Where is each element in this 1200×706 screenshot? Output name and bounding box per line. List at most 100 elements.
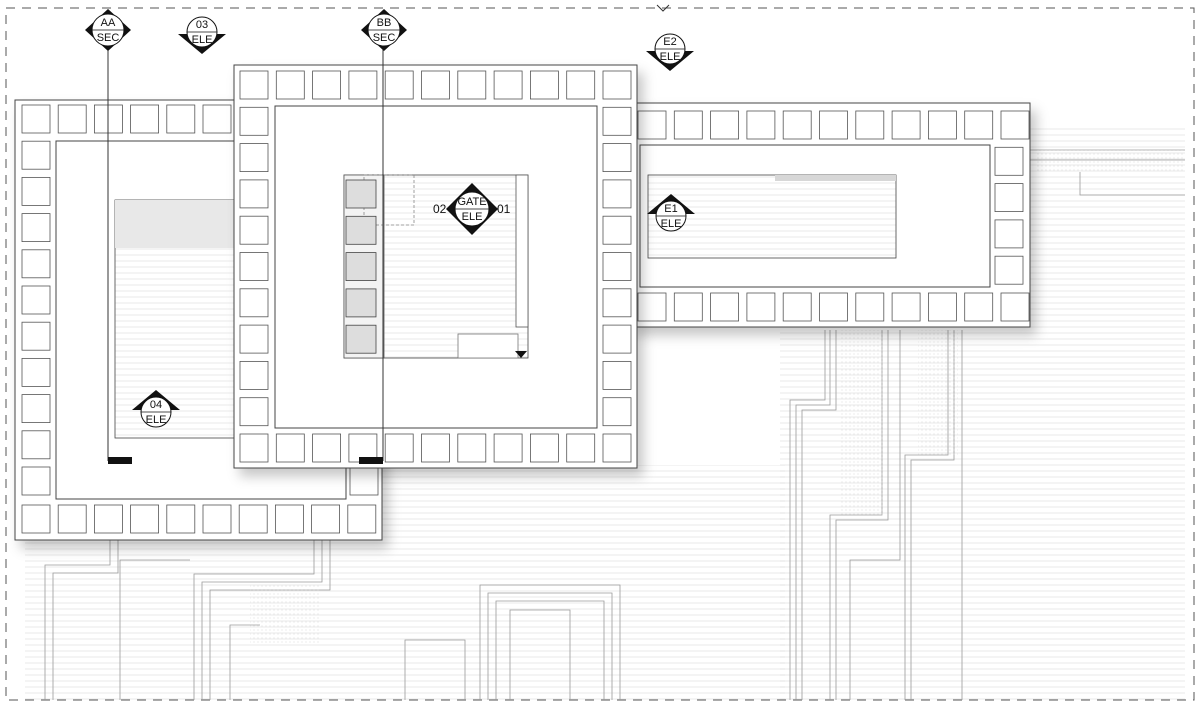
section-bb-label: BB <box>377 17 392 29</box>
module-cell <box>493 433 523 463</box>
module-cell <box>602 433 632 463</box>
gate-left-label: 02 <box>433 202 447 216</box>
elevation-04-label: 04 <box>150 399 162 411</box>
section-cut-bb <box>359 457 383 464</box>
elevation-04-sublabel: ELE <box>146 414 167 426</box>
module-cell <box>275 433 305 463</box>
module-cell <box>457 433 487 463</box>
module-cell <box>457 70 487 100</box>
elevation-marker-e2[interactable]: E2 ELE <box>646 33 694 71</box>
module-cell <box>637 292 667 322</box>
section-aa-label: AA <box>101 17 116 29</box>
section-aa-sublabel: SEC <box>97 32 120 44</box>
module-cell <box>239 106 269 136</box>
elevation-03-sublabel: ELE <box>192 34 213 46</box>
module-cell <box>239 397 269 427</box>
elevation-marker-e1[interactable]: E1 ELE <box>647 194 695 232</box>
module-cell <box>782 110 812 140</box>
module-cell <box>57 104 87 134</box>
elevation-marker-03[interactable]: 03 ELE <box>178 16 226 54</box>
module-cell <box>891 292 921 322</box>
module-cell <box>275 70 305 100</box>
module-cell <box>57 504 87 534</box>
ground-hatch-mid <box>365 465 785 700</box>
module-cell <box>238 504 268 534</box>
block-b <box>233 64 638 469</box>
stair-module <box>345 252 377 282</box>
module-cell <box>239 433 269 463</box>
elevation-e2-label: E2 <box>663 36 676 48</box>
module-cell <box>21 249 51 279</box>
walkway-fill-2 <box>918 330 958 455</box>
module-cell <box>746 110 776 140</box>
elevation-marker-04[interactable]: 04 ELE <box>132 390 180 428</box>
module-cell <box>239 215 269 245</box>
module-cell <box>312 433 342 463</box>
module-cell <box>994 146 1024 176</box>
module-cell <box>710 292 739 322</box>
gate-elevation-marker[interactable]: GATE ELE 02 01 <box>433 183 511 235</box>
module-cell <box>493 70 523 100</box>
gate-sublabel: ELE <box>462 211 483 223</box>
module-cell <box>202 104 232 134</box>
module-cell <box>891 110 921 140</box>
stair-module <box>345 179 377 209</box>
module-cell <box>746 292 776 322</box>
module-cell <box>637 110 667 140</box>
elevation-03-label: 03 <box>196 19 208 31</box>
module-cell <box>602 360 632 390</box>
module-cell <box>566 433 596 463</box>
module-cell <box>239 360 269 390</box>
module-cell <box>349 466 379 496</box>
section-marker-bb[interactable]: BB SEC <box>361 9 407 51</box>
module-cell <box>130 104 160 134</box>
walkway-fill-3 <box>250 585 320 645</box>
gate-label: GATE <box>457 196 486 208</box>
module-cell <box>21 504 51 534</box>
module-cell <box>21 321 51 351</box>
module-cell <box>21 176 51 206</box>
module-cell <box>602 70 632 100</box>
module-cell <box>21 394 51 424</box>
module-cell <box>673 292 703 322</box>
module-cell <box>239 143 269 173</box>
module-cell <box>602 215 632 245</box>
module-cell <box>239 70 269 100</box>
module-cell <box>782 292 812 322</box>
stair-module <box>345 288 377 318</box>
module-cell <box>1000 110 1030 140</box>
module-cell <box>964 110 994 140</box>
module-cell <box>1000 292 1030 322</box>
module-cell <box>239 288 269 318</box>
module-cell <box>602 288 632 318</box>
module-cell <box>602 397 632 427</box>
module-cell <box>384 433 414 463</box>
module-cell <box>928 110 957 140</box>
module-cell <box>94 504 123 534</box>
module-cell <box>239 252 269 281</box>
module-cell <box>602 252 632 281</box>
sheet-border <box>5 7 1195 701</box>
module-cell <box>530 70 559 100</box>
module-cell <box>348 70 378 100</box>
module-cell <box>166 104 196 134</box>
elevation-e1-sublabel: ELE <box>661 218 682 230</box>
module-cell <box>819 110 848 140</box>
section-marker-aa[interactable]: AA SEC <box>85 9 131 51</box>
section-bb-sublabel: SEC <box>373 32 396 44</box>
module-cell <box>239 179 269 209</box>
block-c <box>629 102 1031 328</box>
module-cell <box>421 70 450 100</box>
module-cell <box>673 110 703 140</box>
north-caret <box>656 4 670 12</box>
module-cell <box>994 183 1024 213</box>
module-cell <box>530 433 559 463</box>
module-cell <box>239 324 269 354</box>
module-cell <box>21 466 51 496</box>
module-cell <box>855 110 885 140</box>
module-cell <box>21 140 51 170</box>
module-cell <box>311 504 341 534</box>
module-cell <box>421 433 450 463</box>
module-cell <box>602 179 632 209</box>
elevation-e1-label: E1 <box>664 203 677 215</box>
